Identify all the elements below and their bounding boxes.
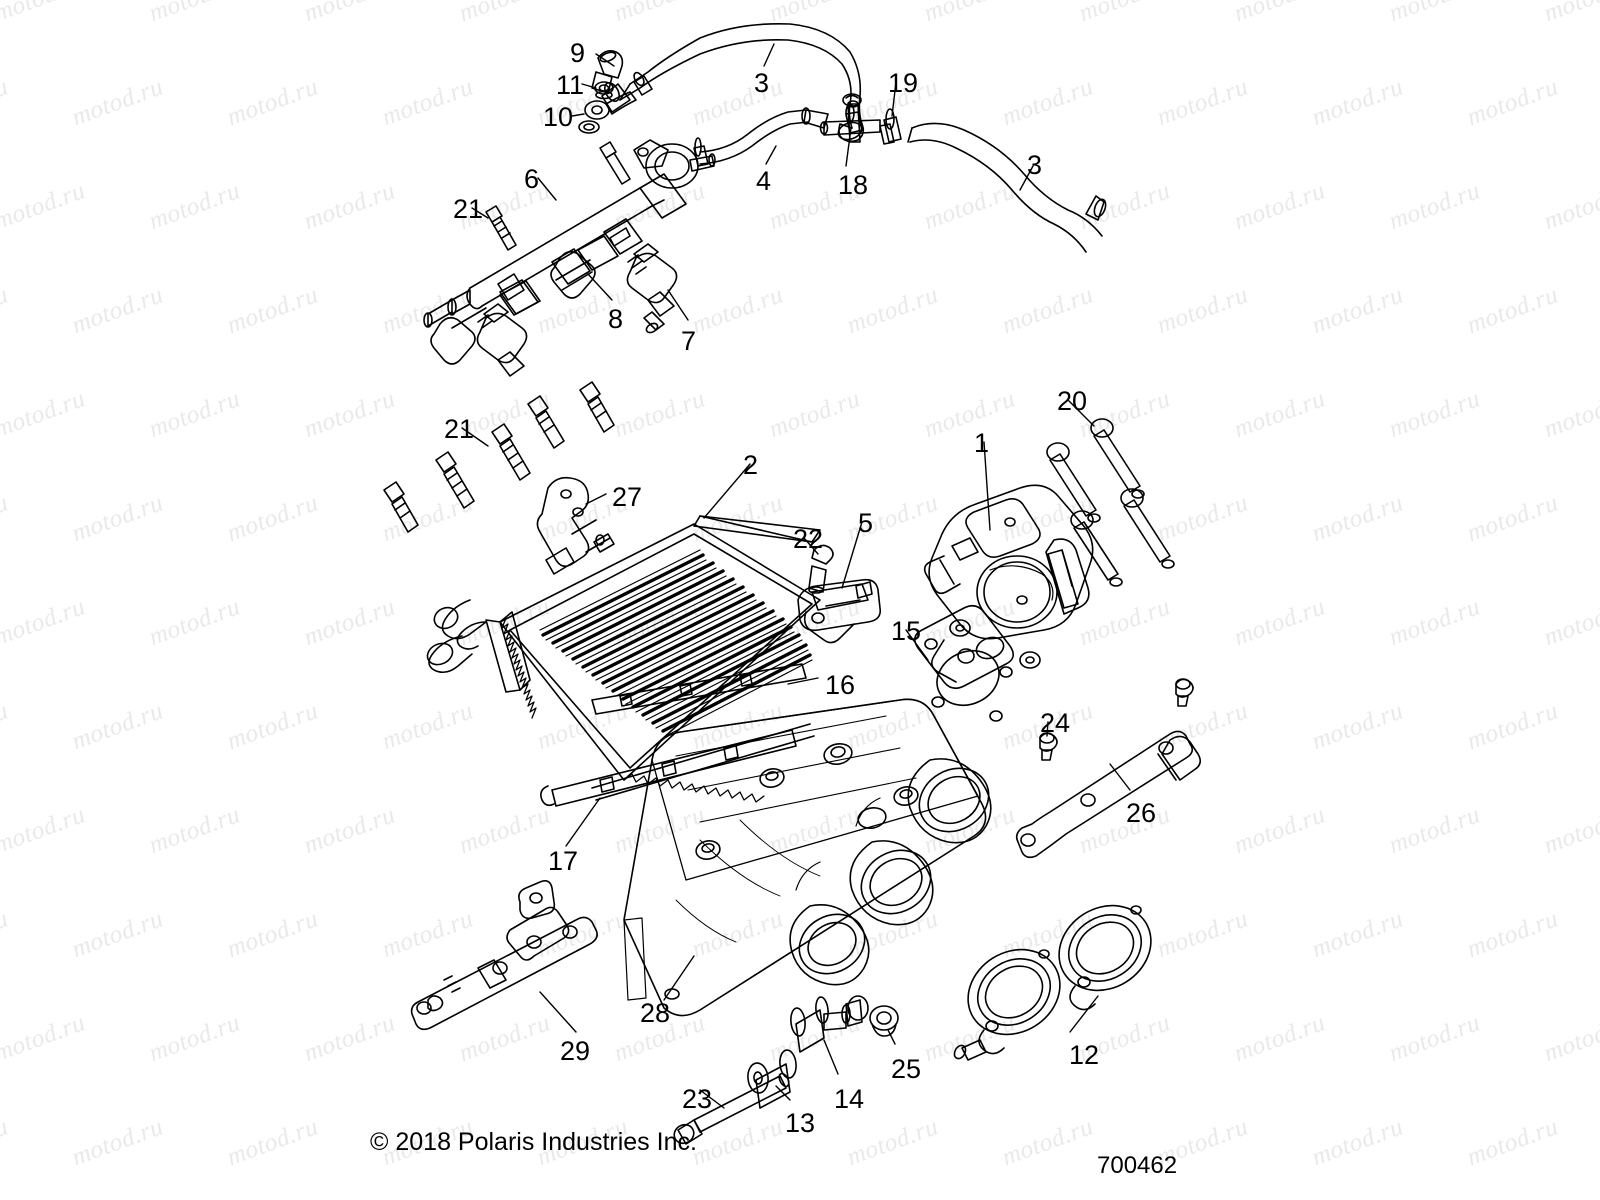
part-21-bolt-rail2 xyxy=(599,141,631,185)
part-8-clip-a xyxy=(550,250,596,299)
callout-fuel-line: 4 xyxy=(756,166,772,196)
callout-mounting-bracket: 27 xyxy=(612,482,643,512)
hose-collar-b xyxy=(879,123,895,145)
part-14-spacer-sleeve xyxy=(790,995,869,1053)
part-28-intake-manifold xyxy=(623,698,992,1017)
callout-intercooler: 2 xyxy=(743,450,759,480)
callout-fuel-injector: 7 xyxy=(681,326,697,356)
callout-o-ring-small: 11 xyxy=(556,70,585,100)
part-6-fuel-rail xyxy=(423,139,716,328)
part-26-support-bracket xyxy=(1015,730,1202,859)
part-20-bolts xyxy=(1046,418,1175,587)
part-3-right-hose xyxy=(907,122,1107,253)
part-23-long-bolt xyxy=(673,1072,790,1145)
part-19-clamp xyxy=(883,108,902,143)
callout-nut: 24 xyxy=(1040,708,1071,738)
part-12-intake-seal-b xyxy=(1058,904,1152,1011)
callout-spacer-sleeve: 14 xyxy=(834,1084,865,1114)
part-29-bracket xyxy=(410,880,598,1031)
callout-bolt: 21 xyxy=(453,194,484,224)
diagram-part-number: 700462 xyxy=(1097,1152,1178,1179)
part-21-bolt-top xyxy=(485,205,517,251)
part-24-nut-b xyxy=(1175,678,1194,707)
part-15-gasket xyxy=(914,604,1014,722)
callout-map-sensor: 5 xyxy=(858,508,874,538)
part-27-bracket xyxy=(536,476,615,575)
callout-elbow-fitting: 9 xyxy=(570,38,586,68)
part-13-washer xyxy=(747,1049,797,1109)
part-12-intake-seal-a xyxy=(953,948,1061,1061)
part-7-injector-b xyxy=(476,303,528,377)
part-2-intercooler xyxy=(426,515,821,803)
callout-seal-strip-lower: 17 xyxy=(548,846,579,876)
part-25-grommet xyxy=(869,1005,899,1037)
rail-injector-stubs xyxy=(499,235,619,316)
part-22-screw xyxy=(808,544,834,594)
callout-throttle-body: 1 xyxy=(974,428,990,458)
callout-support-bracket: 26 xyxy=(1126,798,1157,828)
callout-throttle-body-bolt: 20 xyxy=(1057,386,1088,416)
callout-intake-seal: 12 xyxy=(1069,1040,1100,1070)
callout-long-bolt: 23 xyxy=(682,1084,713,1114)
part-16-seal-strip xyxy=(591,663,807,715)
callout-fuel-rail-bracket: 29 xyxy=(560,1036,591,1066)
callout-intake-manifold: 28 xyxy=(640,998,671,1028)
callout-seal-strip-upper: 16 xyxy=(825,670,856,700)
intercooler-strap xyxy=(591,723,815,801)
callout-fuel-hose-upper: 3 xyxy=(754,68,770,98)
hose-collar-a xyxy=(633,71,653,96)
callout-fuel-rail: 6 xyxy=(524,164,540,194)
part-18-tee-fitting xyxy=(819,93,881,143)
callout-banjo-fitting: 10 xyxy=(543,102,574,132)
part-5-sensor xyxy=(797,578,882,644)
callout-screw: 22 xyxy=(793,524,824,554)
callout-grommet: 25 xyxy=(891,1054,922,1084)
leader-lines xyxy=(461,43,1131,1109)
callout-injector-clip: 8 xyxy=(608,304,624,334)
callout-washer: 13 xyxy=(785,1108,816,1138)
part-8-clip-b xyxy=(430,307,487,365)
callout-clamp: 19 xyxy=(888,68,919,98)
part-10-banjo-fitting xyxy=(578,91,637,134)
part-7-injector-a xyxy=(626,243,678,334)
part-21-bolt-cluster xyxy=(383,381,615,533)
copyright-notice: © 2018 Polaris Industries Inc. xyxy=(370,1128,697,1156)
callout-bolt: 21 xyxy=(444,414,475,444)
callout-throttle-body-gasket: 15 xyxy=(891,616,922,646)
callout-tee-fitting: 18 xyxy=(838,170,869,200)
part-1-throttle-body xyxy=(923,484,1094,683)
callout-fuel-hose-right: 3 xyxy=(1027,150,1043,180)
part-17-seal-strip xyxy=(540,729,797,807)
